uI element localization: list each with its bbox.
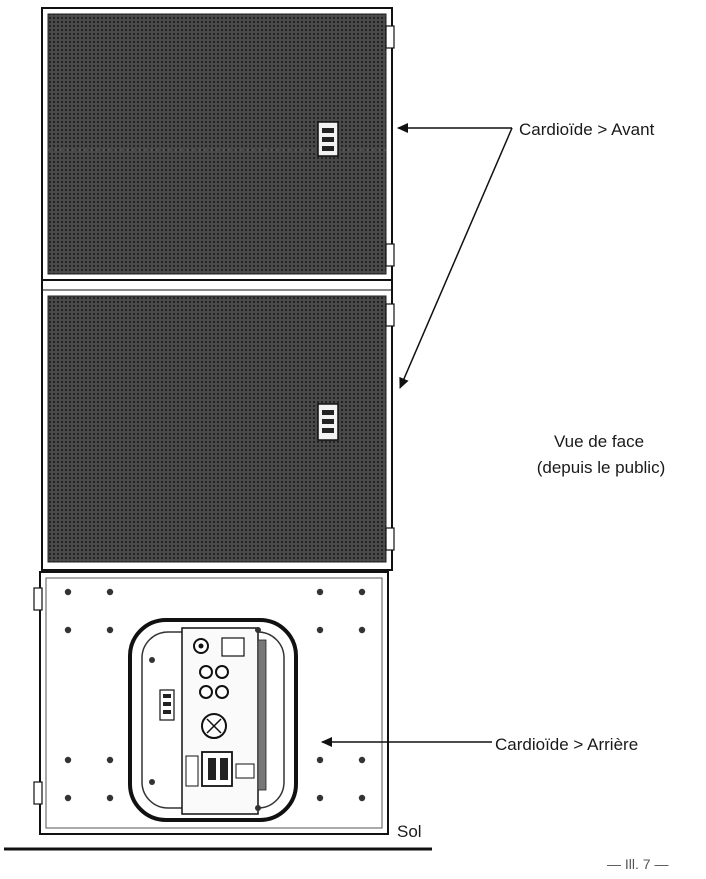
handle-icon — [385, 243, 395, 267]
qsc-logo-badge — [317, 403, 339, 441]
screw-holes — [64, 588, 366, 802]
handle-icon — [385, 527, 395, 551]
floor-label: Sol — [397, 822, 422, 841]
callout-arrows — [321, 123, 513, 747]
qsc-logo-badge — [317, 121, 339, 157]
handle-icon — [33, 587, 43, 611]
figure-number: — Ill. 7 — — [607, 856, 669, 872]
handle-icon — [385, 303, 395, 327]
front-view-label: Vue de face — [553, 432, 645, 451]
handle-icon — [385, 25, 395, 49]
cardioid-rear-label: Cardioïde > Arrière — [495, 735, 639, 754]
amplifier-module — [128, 618, 298, 822]
qsc-logo-badge — [159, 689, 175, 721]
front-view-subtitle: (depuis le public) — [536, 458, 666, 477]
cardioid-front-label: Cardioïde > Avant — [519, 120, 655, 139]
bottom-subwoofer-rear — [33, 571, 389, 835]
top-subwoofer-front — [41, 7, 395, 281]
arrow-front-middle — [399, 127, 513, 389]
middle-subwoofer-front — [41, 279, 395, 571]
handle-icon — [33, 781, 43, 805]
